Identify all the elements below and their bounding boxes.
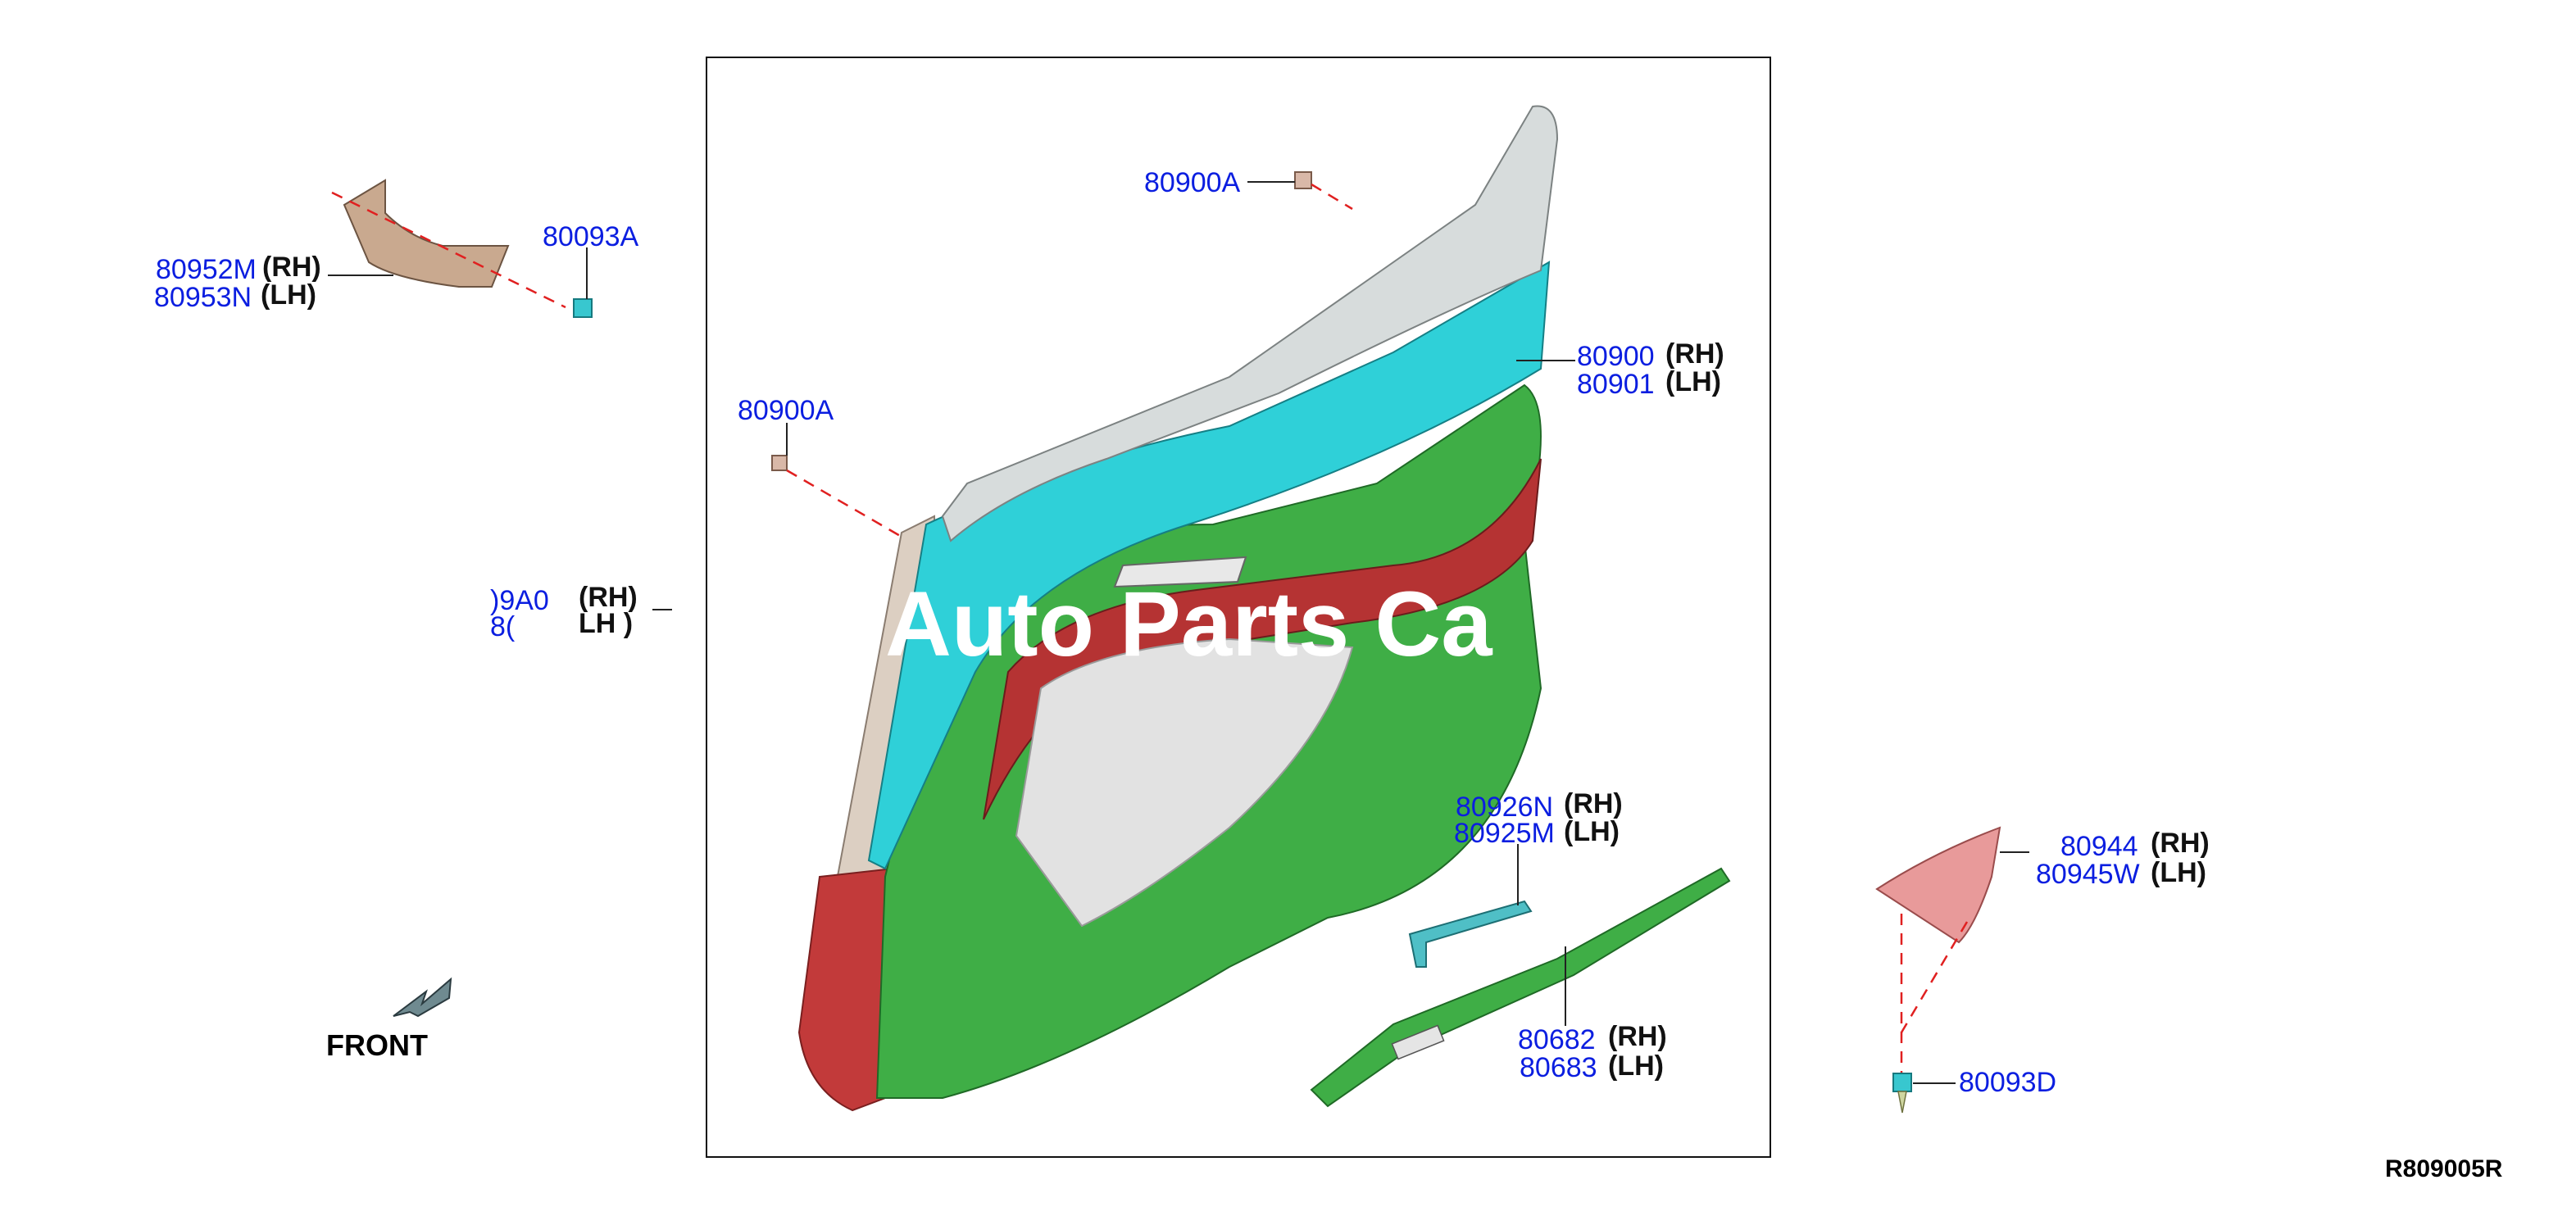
watermark-text: Auto Parts Ca [885,573,1492,675]
callout-80093d: 80093D [1959,1067,2056,1098]
callout-80901: 80901 [1577,369,1655,400]
front-label: FRONT [326,1028,428,1062]
callout-80682: 80682 [1518,1024,1596,1055]
callout-80944-side: (RH) [2151,828,2210,859]
callout-80925m: 80925M [1454,818,1555,849]
clip-icon [771,455,788,471]
trim-strip-80682 [1310,867,1731,1108]
callout-80900a-top: 80900A [1144,167,1241,198]
callout-80945w: 80945W [2036,859,2140,890]
callout-80900-side: (RH) [1665,338,1724,370]
corner-dash-2 [1900,921,1969,1033]
callout-80683-side: (LH) [1608,1050,1664,1082]
callout-80940-side: (RH) [579,582,638,613]
callout-80952m: 80952M [156,254,257,285]
callout-80900: 80900 [1577,341,1655,372]
clip-dash-top [1311,183,1353,211]
callout-80953n-side: (LH) [261,279,316,311]
corner-cover-80944 [1875,826,2001,944]
callout-80953n: 80953N [154,282,252,313]
callout-80945w-side: (LH) [2151,857,2206,888]
door-trim-inner-pocket [1015,637,1354,928]
clip-dash-left [786,469,902,538]
strip-slot [1391,1024,1445,1060]
door-trim-red-corner [797,867,895,1112]
clip-icon [573,298,593,318]
callout-80952m-side: (RH) [262,252,321,283]
bracket-80952m [343,179,510,288]
clip-icon [1294,171,1312,189]
bracket-dash-line [331,191,566,309]
callout-80901-side: (LH) [1665,366,1721,397]
callout-80900a-left: 80900A [738,395,834,426]
door-trim-grey-top [941,105,1559,542]
callout-80925m-side: (LH) [1564,816,1620,847]
callout-80941-partial: 8( [490,611,516,642]
callout-80941-side: LH ) [579,608,633,639]
door-trim-handle-opening [1113,556,1247,588]
door-trim-assembly [797,105,1559,1112]
callout-80683: 80683 [1520,1052,1597,1083]
callout-80926n-side: (RH) [1564,788,1623,819]
clip-pin [1897,1091,1907,1114]
callout-80940-partial: )9A0 [490,585,549,616]
clip-icon [1892,1073,1912,1092]
callout-80944: 80944 [2060,831,2138,862]
diagram-ref: R809005R [2385,1155,2503,1182]
callout-80926n: 80926N [1456,792,1553,823]
callout-80093a: 80093A [543,221,639,252]
main-assembly-frame [706,57,1771,1158]
callout-80682-side: (RH) [1608,1021,1667,1052]
bracket-80926n [1408,900,1533,968]
front-arrow-icon [393,977,452,1018]
